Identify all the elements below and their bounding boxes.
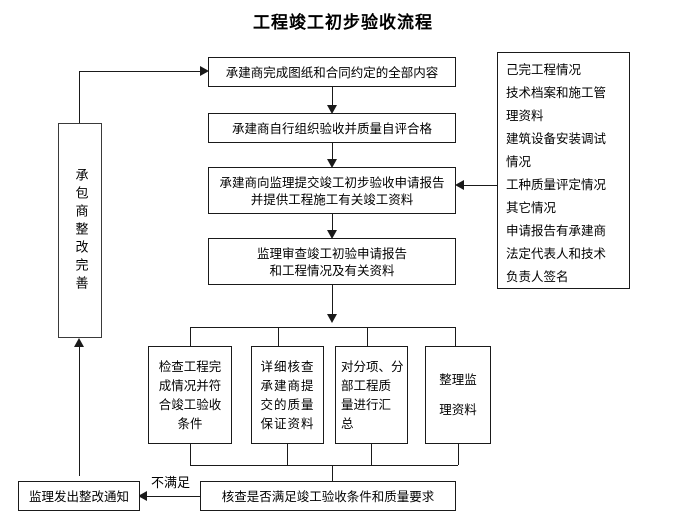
edge-label-not-satisfied: 不满足 <box>150 472 192 491</box>
node-parallel-3: 对分项、分 部工程质 量进行汇 总 <box>335 346 408 444</box>
node-step4-line1: 监理审查竣工初验申请报告 <box>256 245 407 261</box>
node-step3: 承建商向监理提交竣工初步验收申请报告 并提供工程施工有关竣工资料 <box>208 167 456 214</box>
edge-merge-to-verify <box>332 465 333 482</box>
merge-riser-1 <box>190 444 191 465</box>
node-parallel-2-line: 详细核查 <box>260 359 315 374</box>
requirements-line: 法定代表人和技术 <box>506 246 607 261</box>
fanout-drop-2 <box>278 327 279 346</box>
node-parallel-2-line: 保证资料 <box>260 416 315 431</box>
edge-step2-to-step3-arrowhead <box>327 159 337 168</box>
edge-verify-to-notice <box>146 496 200 497</box>
node-step3-line1: 承建商向监理提交竣工初步验收申请报告 <box>219 174 445 190</box>
edge-step4-to-fanout-arrowhead <box>327 314 337 323</box>
node-parallel-1-line: 合竣工验收 <box>158 397 222 412</box>
merge-riser-3 <box>371 444 372 465</box>
node-parallel-2-line: 承建商提 <box>260 378 315 393</box>
node-step1-line1: 承建商完成图纸和合同约定的全部内容 <box>225 64 439 80</box>
requirements-line: 理资料 <box>506 108 544 123</box>
node-parallel-1-line: 检查工程完 <box>158 359 222 374</box>
edge-step1-to-step2-arrowhead <box>327 105 337 114</box>
edge-notice-to-rework <box>79 347 80 476</box>
node-parallel-4: 整理监 理资料 <box>425 346 491 444</box>
fanout-drop-4 <box>455 327 456 346</box>
edge-notice-to-rework-arrowhead <box>74 338 84 347</box>
edge-rework-to-step1 <box>79 71 206 72</box>
node-step4-line2: 和工程情况及有关资料 <box>269 262 395 278</box>
edge-step4-to-fanout <box>332 285 333 318</box>
node-notice: 监理发出整改通知 <box>18 481 140 511</box>
requirements-line: 己完工程情况 <box>506 62 582 77</box>
node-parallel-1-line: 条件 <box>177 416 203 431</box>
edge-step3-to-step4 <box>332 214 333 235</box>
edge-rework-up <box>79 71 80 123</box>
node-verify-line1: 核查是否满足竣工验收条件和质量要求 <box>221 488 435 504</box>
requirements-line: 技术档案和施工管 <box>506 85 607 100</box>
page-title: 工程竣工初步验收流程 <box>253 13 433 33</box>
requirements-line: 申请报告有承建商 <box>506 223 607 238</box>
edge-step2-to-step3 <box>332 143 333 164</box>
node-parallel-2: 详细核查 承建商提 交的质量 保证资料 <box>251 346 324 444</box>
edge-verify-to-notice-arrowhead <box>138 491 147 501</box>
merge-bar <box>190 465 458 466</box>
edge-rework-to-step1-arrowhead <box>200 66 209 76</box>
requirements-line: 情况 <box>506 154 532 169</box>
merge-riser-4 <box>458 444 459 465</box>
node-notice-line1: 监理发出整改通知 <box>28 488 129 504</box>
node-parallel-1: 检查工程完 成情况并符 合竣工验收 条件 <box>148 346 232 444</box>
node-parallel-2-line: 交的质量 <box>260 397 315 412</box>
fanout-drop-3 <box>367 327 368 346</box>
node-rework: 承包商整改完善 <box>58 123 102 338</box>
node-step3-line2: 并提供工程施工有关竣工资料 <box>250 191 414 207</box>
edge-requirements-to-step3 <box>462 185 498 186</box>
node-parallel-4-line: 理资料 <box>439 402 477 417</box>
node-step2-line1: 承建商自行组织验收并质量自评合格 <box>231 120 432 136</box>
requirements-line: 其它情况 <box>506 200 557 215</box>
node-parallel-3-line: 量进行汇 <box>341 397 392 412</box>
fanout-drop-1 <box>190 327 191 346</box>
node-requirements: 己完工程情况 技术档案和施工管 理资料 建筑设备安装调试 情况 工种质量评定情况… <box>497 52 630 289</box>
requirements-line: 负责人签名 <box>506 269 569 284</box>
node-step4: 监理审查竣工初验申请报告 和工程情况及有关资料 <box>208 238 456 285</box>
node-parallel-3-line: 对分项、分 <box>341 359 404 374</box>
requirements-line: 建筑设备安装调试 <box>506 131 607 146</box>
node-parallel-3-line: 总 <box>341 416 354 431</box>
node-parallel-1-line: 成情况并符 <box>158 378 222 393</box>
node-step1: 承建商完成图纸和合同约定的全部内容 <box>208 57 456 87</box>
node-parallel-3-line: 部工程质 <box>341 378 392 393</box>
node-verify: 核查是否满足竣工验收条件和质量要求 <box>200 481 456 511</box>
node-rework-label: 承包商整改完善 <box>72 167 88 294</box>
fanout-bar <box>190 327 456 328</box>
node-step2: 承建商自行组织验收并质量自评合格 <box>208 113 456 143</box>
edge-step1-to-step2 <box>332 87 333 110</box>
edge-step3-to-step4-arrowhead <box>327 230 337 239</box>
requirements-line: 工种质量评定情况 <box>506 177 607 192</box>
node-parallel-4-line: 整理监 <box>439 372 477 387</box>
merge-riser-2 <box>287 444 288 465</box>
edge-requirements-to-step3-arrowhead <box>455 180 464 190</box>
